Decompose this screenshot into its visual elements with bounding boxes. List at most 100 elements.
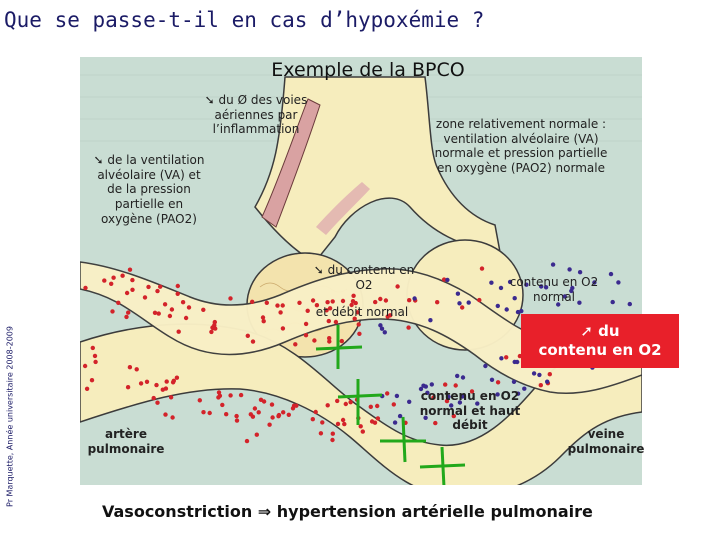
blood-dot	[460, 394, 465, 399]
blood-dot	[592, 280, 597, 285]
blood-dot	[248, 412, 253, 417]
blood-dot	[318, 431, 324, 436]
blood-dot	[312, 338, 317, 343]
blood-dot	[126, 310, 131, 315]
page-title: Que se passe-t-il en cas d’hypoxémie ?	[4, 8, 485, 32]
artery-label: artère pulmonaire	[87, 427, 165, 456]
blood-dot	[144, 379, 150, 384]
blood-dot	[297, 300, 302, 305]
blood-dot	[156, 311, 161, 316]
blood-dot	[357, 331, 362, 336]
blood-dot	[577, 300, 582, 305]
blood-dot	[245, 333, 250, 338]
blood-dot	[435, 300, 440, 305]
blood-dot	[264, 300, 269, 305]
footer-conclusion: Vasoconstriction ⇒ hypertension artériel…	[102, 502, 593, 521]
blood-dot	[212, 319, 217, 325]
blood-dot	[216, 395, 221, 400]
blood-dot	[109, 281, 114, 286]
blood-dot	[511, 379, 517, 384]
blood-dot	[175, 291, 180, 296]
blood-dot	[378, 296, 383, 302]
blood-dot	[142, 295, 148, 300]
blood-dot	[209, 329, 214, 335]
blood-dot	[375, 416, 381, 421]
blood-dot	[154, 382, 159, 388]
blood-dot	[543, 285, 549, 290]
blood-dot	[102, 278, 107, 283]
blood-dot	[433, 420, 438, 426]
blood-dot	[412, 296, 417, 301]
blood-dot	[326, 318, 331, 324]
blood-dot	[244, 438, 250, 444]
blood-dot	[90, 345, 95, 351]
blood-dot	[82, 363, 88, 369]
blood-dot	[250, 339, 256, 344]
blood-dot	[550, 262, 556, 267]
blood-dot	[327, 339, 332, 344]
blood-dot	[489, 377, 495, 382]
credit-vertical: Pr Marquette, Année universitaire 2008-2…	[5, 326, 15, 507]
airway-tree	[254, 76, 501, 263]
blood-dot	[130, 287, 135, 292]
blood-dot	[524, 282, 529, 287]
blood-dot	[515, 359, 520, 365]
blood-dot	[314, 303, 320, 308]
blood-dot	[340, 417, 346, 423]
blood-dot	[138, 381, 144, 386]
blood-dot	[290, 406, 296, 411]
blood-dot	[327, 306, 333, 311]
blood-dot	[556, 302, 561, 307]
blood-dot	[260, 315, 266, 320]
blood-dot	[369, 419, 375, 424]
blood-dot	[256, 410, 261, 415]
blood-dot	[531, 371, 537, 376]
blood-dot	[355, 310, 360, 315]
blood-dot	[269, 402, 275, 407]
blood-dot	[333, 319, 339, 325]
blood-dot	[441, 277, 447, 282]
blood-dot	[176, 329, 181, 334]
blood-dot	[515, 309, 521, 315]
blood-dot	[495, 380, 501, 385]
blood-dot	[407, 298, 412, 303]
normal-zone-label: zone relativement normale : ventilation …	[434, 117, 608, 175]
blood-dot	[228, 296, 233, 301]
blood-dot	[407, 399, 412, 404]
blood-dot	[313, 409, 318, 415]
blood-dot	[267, 422, 272, 427]
blood-dot	[261, 319, 266, 324]
blood-dot	[238, 392, 244, 398]
blood-dot	[392, 420, 398, 425]
blood-dot	[252, 406, 258, 411]
blood-dot	[250, 299, 255, 304]
blood-dot	[608, 271, 614, 277]
blood-dot	[186, 305, 192, 310]
blood-dot	[303, 321, 309, 327]
blood-dot	[305, 308, 310, 313]
blood-dot	[455, 291, 461, 296]
normal-flow-label: et débit normal	[315, 305, 409, 319]
blood-dot	[539, 284, 544, 289]
o2-increase-alert: ➚ du contenu en O2	[521, 314, 679, 368]
blood-dot	[280, 326, 286, 331]
blood-dot	[522, 386, 527, 391]
blood-dot	[224, 412, 229, 417]
blood-dot	[110, 309, 115, 314]
blood-dot	[445, 277, 450, 283]
blood-dot	[127, 267, 133, 272]
blood-dot	[281, 410, 286, 415]
blood-dot	[116, 300, 121, 305]
blood-dot	[83, 285, 88, 291]
blood-dot	[616, 280, 621, 285]
blood-dot	[460, 305, 465, 310]
constriction-marks	[315, 325, 466, 485]
blood-dot	[216, 390, 222, 395]
blood-dot	[382, 330, 387, 335]
blood-dot	[92, 353, 98, 359]
blood-dot	[379, 326, 385, 331]
blood-dot	[330, 299, 335, 304]
blood-dot	[134, 367, 139, 372]
blood-dot	[330, 437, 335, 443]
blood-dot	[570, 285, 575, 291]
